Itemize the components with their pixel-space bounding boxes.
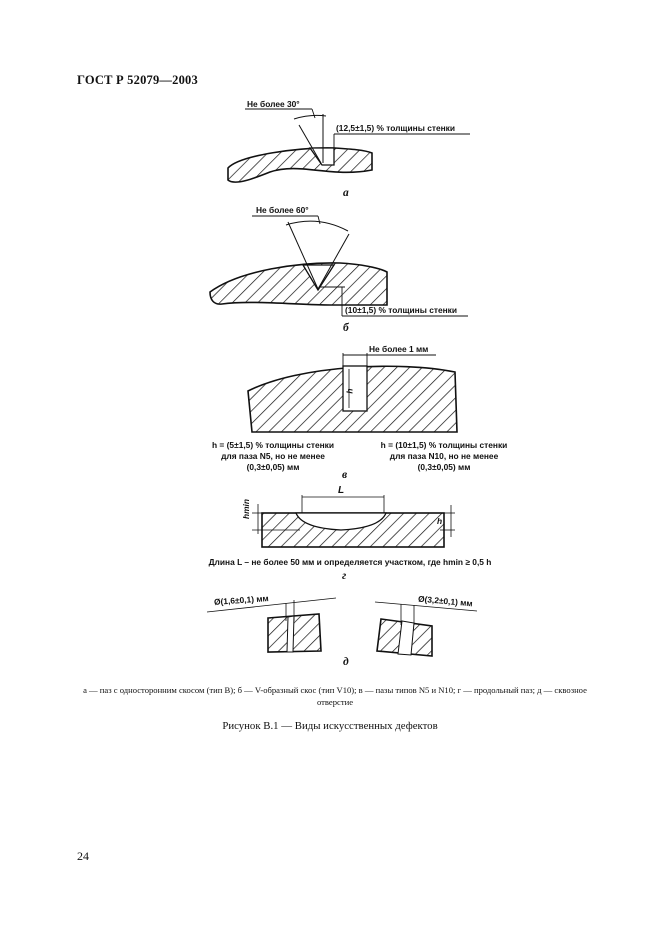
sublabel-a: а (343, 187, 349, 199)
drawing-d-right-through-hole (374, 601, 478, 657)
drawing-b-v-notch (209, 215, 468, 317)
drawing-d-left-through-hole (206, 597, 337, 653)
page-number: 24 (77, 849, 89, 863)
formula-n5-line-3: (0,3±0,05) мм (246, 462, 300, 472)
drawing-g-longitudinal-notch (252, 495, 455, 548)
angle-label-30: Не более 30° (247, 99, 300, 109)
sublabel-d: д (343, 656, 349, 668)
formula-n5: h = (5±1,5) % толщины стенки для паза N5… (208, 440, 338, 473)
h-mark-v: h (344, 388, 355, 394)
width-label: Не более 1 мм (369, 344, 429, 354)
document-header: ГОСТ Р 52079—2003 (77, 73, 198, 87)
formula-n10-line-2: для паза N10, но не менее (389, 451, 499, 461)
h-mark-g: h (437, 516, 443, 526)
formula-n10-line-3: (0,3±0,05) мм (417, 462, 471, 472)
figure-legend: а — паз с односторонним скосом (тип В); … (83, 685, 587, 707)
length-note: Длина L – не более 50 мм и определяется … (208, 557, 492, 567)
L-mark: L (338, 485, 345, 496)
hmin-mark: hmin (241, 498, 252, 520)
figure-caption: Рисунок В.1 — Виды искусственных дефекто… (222, 720, 438, 732)
formula-n5-line-1: h = (5±1,5) % толщины стенки (211, 440, 335, 450)
drawing-v-rectangular-notch (247, 353, 458, 433)
depth-label-b: (10±1,5) % толщины стенки (345, 305, 458, 315)
formula-n10: h = (10±1,5) % толщины стенки для паза N… (374, 440, 514, 473)
angle-label-60: Не более 60° (256, 205, 309, 215)
sublabel-v: в (342, 469, 348, 481)
sublabel-g: г (342, 570, 347, 582)
formula-n10-line-1: h = (10±1,5) % толщины стенки (380, 440, 508, 450)
depth-label-a: (12,5±1,5) % толщины стенки (336, 123, 456, 133)
sublabel-b: б (343, 322, 349, 334)
drawing-a-single-bevel-notch (227, 108, 470, 183)
formula-n5-line-2: для паза N5, но не менее (221, 451, 325, 461)
